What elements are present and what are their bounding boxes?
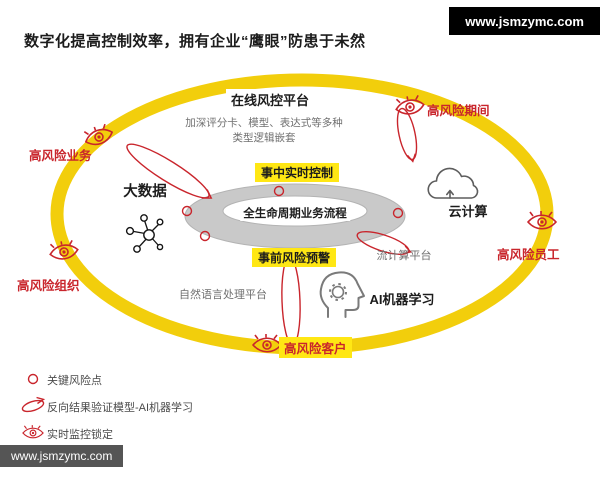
legend-item-realtime-lock: 实时监控锁定 <box>47 429 113 441</box>
risk-point <box>273 185 285 197</box>
page-title: 数字化提高控制效率，拥有企业“鹰眼”防患于未然 <box>24 33 366 50</box>
nested-logic-note: 加深评分卡、模型、表达式等多种 类型逻辑嵌套 <box>174 116 354 146</box>
risk-point <box>199 230 211 242</box>
online-platform-label: 在线风控平台 <box>225 89 315 110</box>
risk-label-business: 高风险业务 <box>29 149 92 163</box>
risk-label-employee: 高风险员工 <box>497 248 560 262</box>
feedback-loop-stream <box>356 231 412 255</box>
ai-head-icon <box>319 271 365 318</box>
risk-label-customer: 高风险客户 <box>279 337 352 358</box>
pre-event-warning-label: 事前风险预警 <box>251 248 337 267</box>
risk-label-period: 高风险期间 <box>427 104 490 118</box>
big-data-molecule-icon <box>125 214 164 253</box>
legend-item-feedback-model: 反向结果验证模型-AI机器学习 <box>47 402 194 414</box>
feedback-loop-customer <box>281 256 301 350</box>
nlp-platform-label: 自然语言处理平台 <box>179 289 267 301</box>
legend-item-risk-point: 关键风险点 <box>47 375 102 387</box>
lifecycle-process-label: 全生命周期业务流程 <box>240 205 350 221</box>
watermark-bottom-left: www.jsmzymc.com <box>0 445 124 467</box>
feedback-loop-period <box>396 107 418 163</box>
stream-platform-label: 流计算平台 <box>376 250 432 262</box>
risk-point <box>392 207 404 219</box>
nested-logic-line1: 加深评分卡、模型、表达式等多种 <box>185 117 343 129</box>
feedback-loop-business <box>126 143 213 199</box>
big-data-label: 大数据 <box>123 184 167 200</box>
risk-point <box>181 205 193 217</box>
legend-risk-point-icon <box>27 373 39 385</box>
cloud-computing-label: 云计算 <box>448 204 488 219</box>
cloud-icon <box>427 167 479 199</box>
legend-eye-icon <box>22 424 44 439</box>
in-event-control-label: 事中实时控制 <box>254 163 340 182</box>
legend-feedback-loop-icon <box>21 396 46 413</box>
watermark-top-right: www.jsmzymc.com <box>449 7 600 35</box>
nested-logic-line2: 类型逻辑嵌套 <box>232 132 296 145</box>
gear-icon <box>329 283 347 301</box>
ai-ml-label: AI机器学习 <box>369 292 435 307</box>
risk-label-organization: 高风险组织 <box>17 279 80 293</box>
